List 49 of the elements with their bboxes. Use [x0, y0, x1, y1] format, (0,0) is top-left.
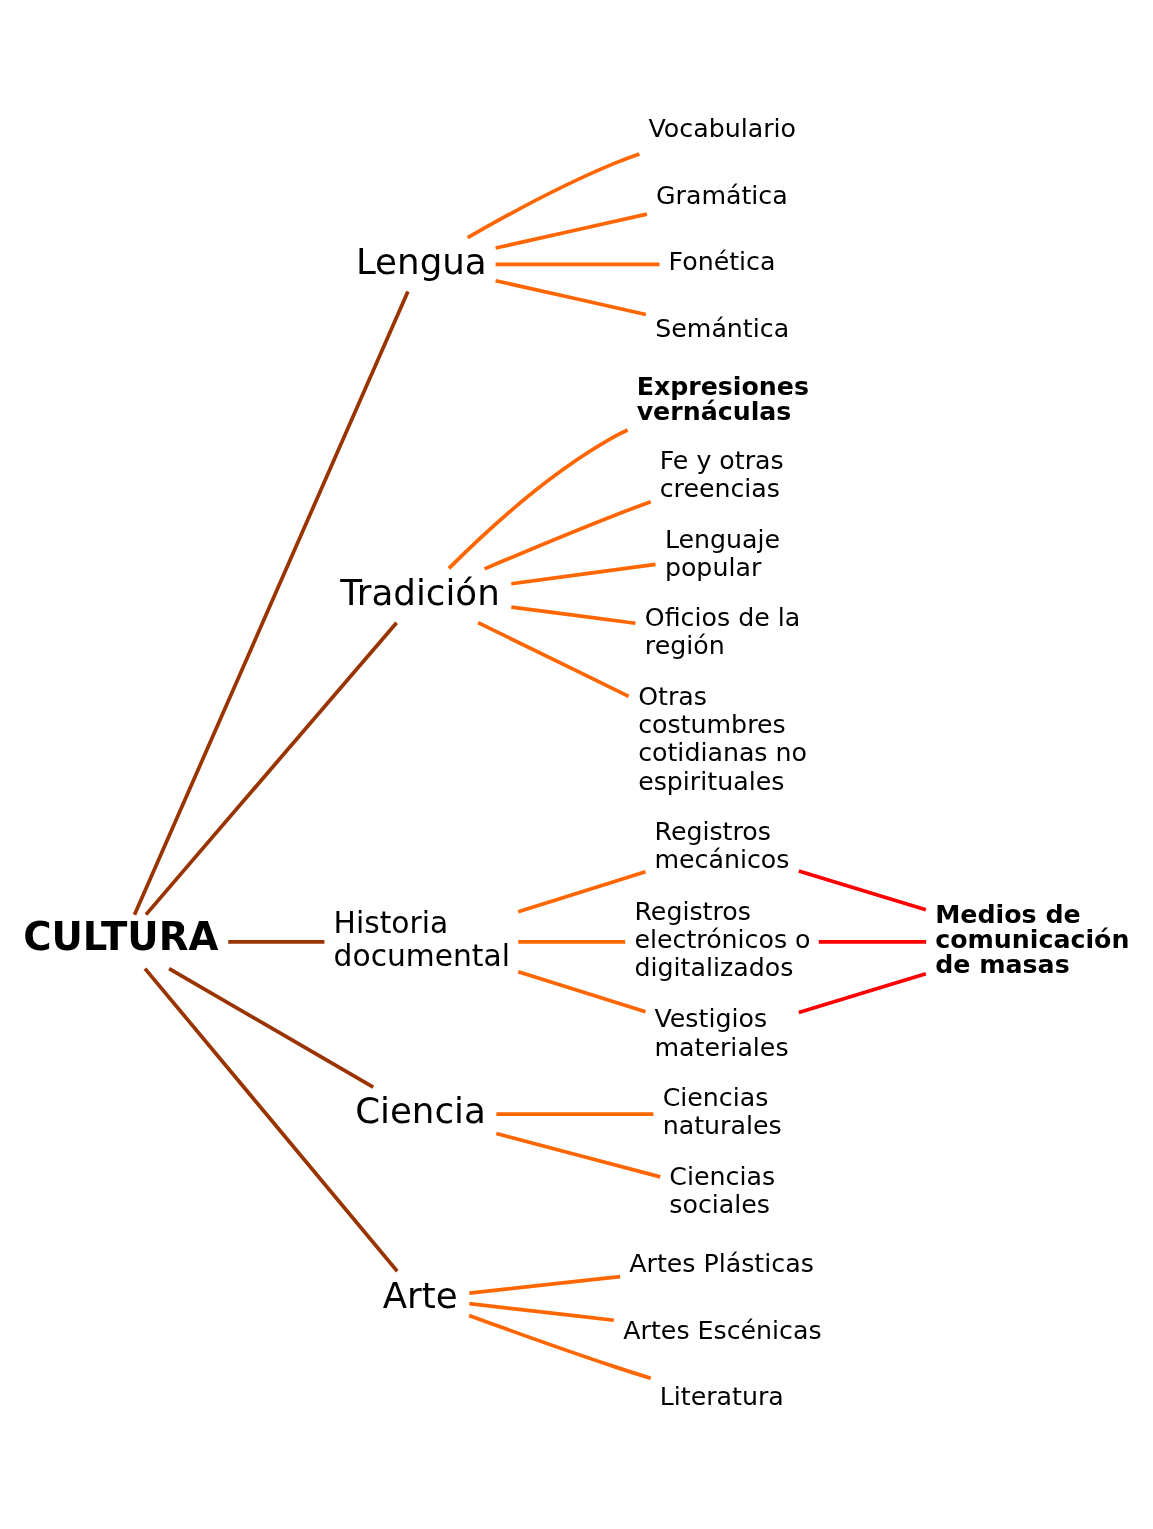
node-text: Oficios de la región [644, 602, 801, 660]
node-text: Semántica [655, 313, 790, 343]
node-text: Artes Plásticas [629, 1248, 814, 1278]
node-text: Arte [382, 1274, 458, 1316]
connector [495, 278, 647, 316]
connector [798, 971, 927, 1014]
connector [495, 262, 660, 266]
connector [495, 211, 648, 250]
node-text: Lengua [355, 240, 487, 282]
node-text: Registros mecánicos [654, 816, 790, 874]
connector [168, 966, 375, 1089]
connector [228, 939, 325, 944]
connector [143, 966, 399, 1272]
connector [483, 499, 652, 571]
connector [495, 1131, 661, 1179]
connector [132, 290, 410, 916]
connector [517, 869, 647, 914]
node-text: Otras costumbres cotidianas no espirituales [638, 681, 808, 796]
node-text: Artes Escénicas [623, 1315, 822, 1345]
node-text: Historia documental [333, 904, 510, 973]
connector [818, 939, 927, 944]
connector [798, 868, 927, 912]
connector [511, 561, 656, 586]
connector [477, 620, 630, 698]
connector [469, 1301, 615, 1322]
connector [144, 621, 398, 916]
connector [518, 939, 626, 944]
node-text: Tradición [340, 571, 500, 613]
connector [466, 151, 641, 239]
node-text: Fe y otras creencias [659, 445, 784, 503]
node-text: Ciencias naturales [662, 1082, 782, 1140]
node-text: Vestigios materiales [654, 1003, 789, 1062]
node-text: Fonética [668, 246, 776, 276]
node-text: Ciencias sociales [669, 1161, 776, 1219]
connector [468, 1313, 652, 1380]
connector [511, 604, 636, 625]
node-text: Registros electrónicos o digitalizados [634, 896, 811, 982]
node-text: Medios de comunicación de masas [935, 899, 1130, 979]
connector [447, 427, 629, 570]
connector [517, 969, 647, 1014]
connector [469, 1274, 621, 1295]
node-text: Lenguaje popular [664, 524, 781, 582]
node-text: Gramática [655, 180, 788, 210]
node-text: Literatura [659, 1381, 784, 1411]
node-text: Vocabulario [648, 113, 797, 143]
node-text: Expresiones vernáculas [636, 371, 810, 426]
node-text: Ciencia [355, 1089, 486, 1131]
node-text: CULTURA [23, 913, 219, 959]
connector [496, 1111, 654, 1116]
